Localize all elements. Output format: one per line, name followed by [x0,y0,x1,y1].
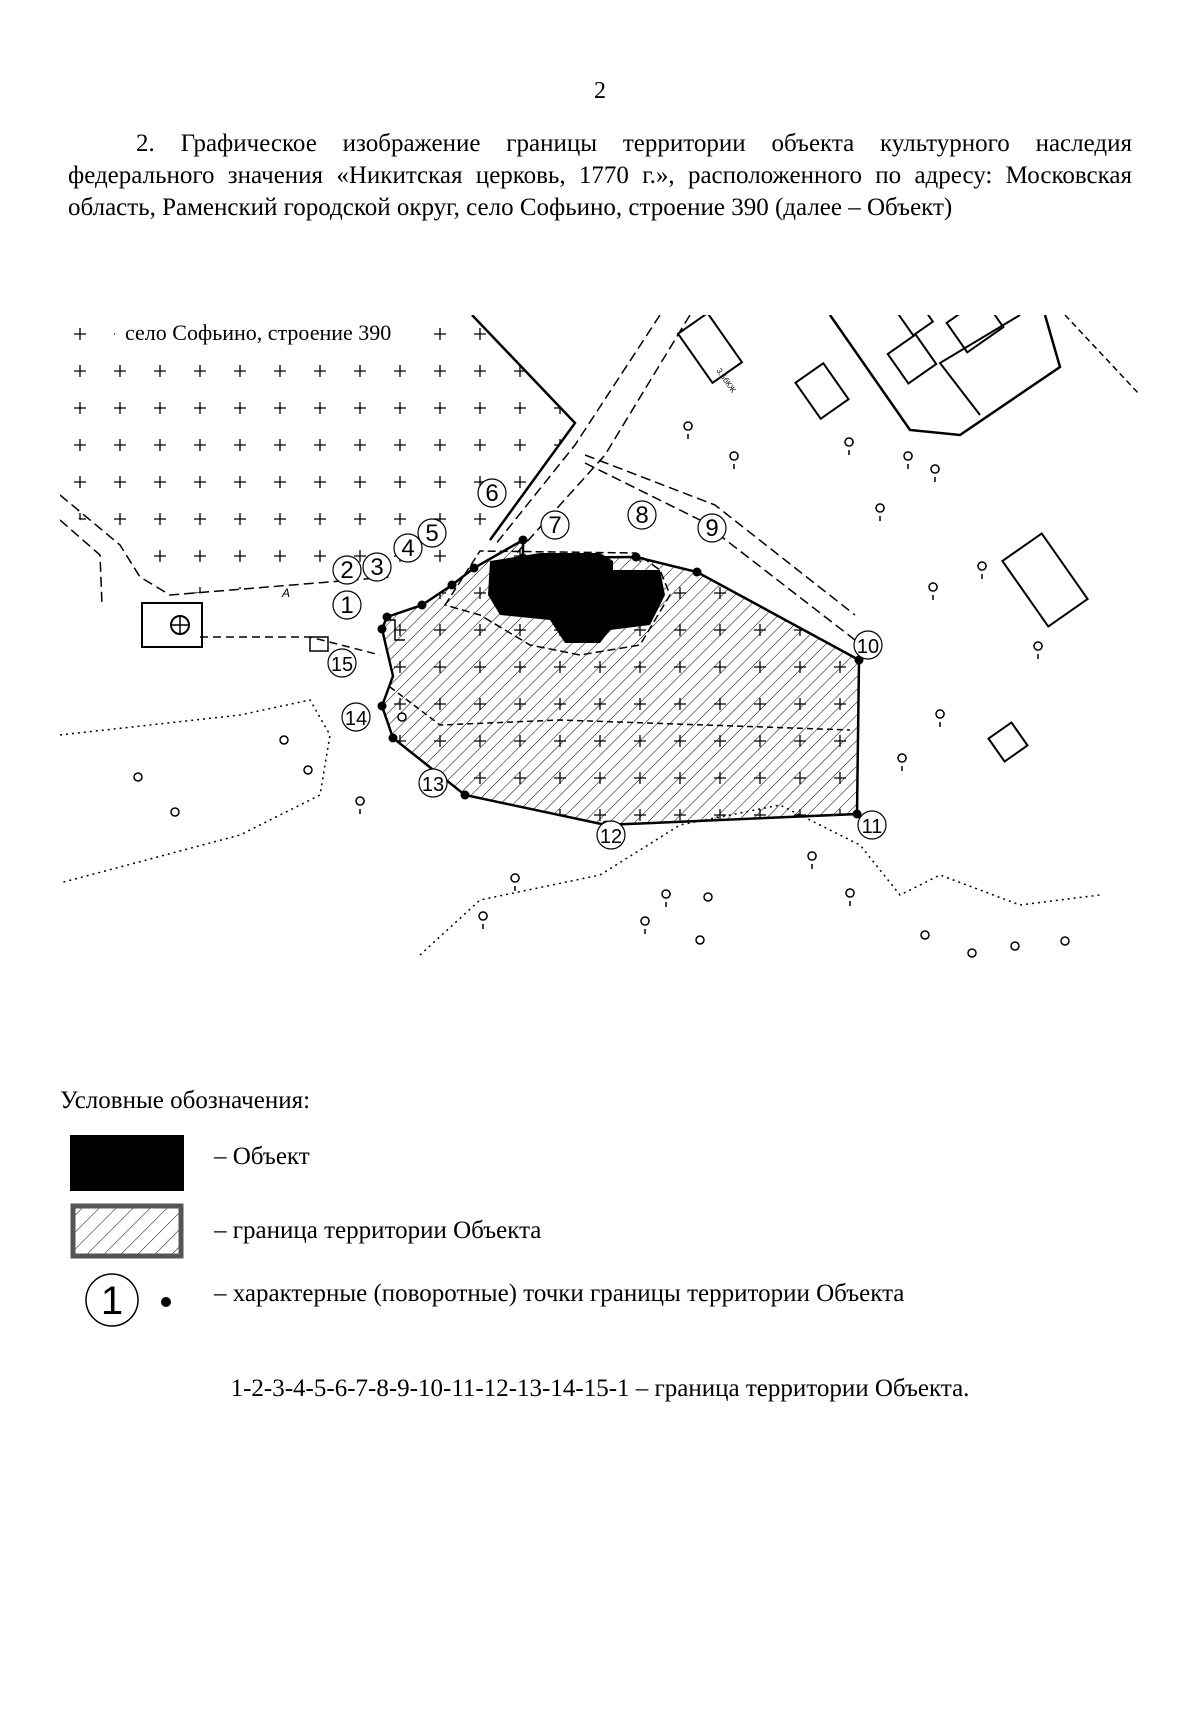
boundary-map: 3.5бКЖ [60,315,1140,980]
intro-paragraph: 2. Графическое изображение границы терри… [68,130,1132,221]
turning-point-circle [853,630,883,660]
turning-point-dot [447,580,457,590]
inner-buffer [443,550,671,656]
letter-a: А [281,586,290,600]
building-2 [794,361,850,421]
turning-point-dot [377,701,387,711]
building-1: 3.5бКЖ [676,315,744,395]
road-west [60,494,391,596]
turning-point-circle [332,555,362,585]
turning-point-dot [377,624,387,634]
turning-point-circle [627,500,657,530]
legend-label-point: – характерные (поворотные) точки границы… [214,1280,905,1307]
turning-point-label: 7 [548,512,561,539]
turning-point-circle [477,478,507,508]
turning-point-dot [692,567,702,577]
legend-title: Условные обозначения: [60,1087,311,1114]
building-5 [945,315,1005,354]
turning-point-label: 6 [485,480,498,507]
building-6 [1001,532,1089,628]
map-svg: 3.5бКЖ [60,315,1140,958]
page-number: 2 [594,78,606,104]
turning-point-circle [418,768,448,798]
road-north [494,315,661,546]
turning-point-label: 3 [370,554,383,581]
chapel [141,602,203,648]
building-3 [886,333,938,385]
turning-point-dot [518,553,528,563]
turning-point-dot [417,600,427,610]
turning-point-label: 10 [857,636,879,658]
legend-label-territory: – граница территории Объекта [214,1217,542,1244]
turning-point-label: 11 [862,816,883,838]
turning-point-circle [540,510,570,540]
turning-point-circle [697,513,727,543]
turning-point-circle [417,518,447,548]
turning-point-dot [852,809,862,819]
turning-point-dot [460,790,470,800]
legend-item-object: – Объект [68,1135,1168,1195]
turning-point-circle [362,552,392,582]
turning-point-circle [332,590,362,620]
turning-point-label: 15 [331,654,353,676]
legend-item-territory: – граница территории Объекта [68,1203,1168,1263]
turning-point-label: 1 [340,592,353,619]
turning-point-dot [388,733,398,743]
small-shed [309,636,329,652]
turning-point-circle [393,533,423,563]
svg-text:1: 1 [101,1279,123,1323]
turning-point-dot [469,563,479,573]
turning-point-circle [327,648,357,678]
turning-point-label: 9 [705,515,718,542]
object-swatch [70,1135,184,1191]
contour-south [419,804,1101,956]
building-7 [987,721,1029,763]
turning-point-circle [596,820,626,850]
turning-point-dot [382,612,392,622]
turning-point-label: 5 [425,520,438,547]
turning-point-dot [518,535,528,545]
turning-point-label: 4 [401,535,414,562]
boundary-route: 1-2-3-4-5-6-7-8-9-10-11-12-13-14-15-1 – … [230,1375,970,1402]
turning-point-dot [631,552,641,562]
turning-point-circle [341,702,371,732]
legend-item-point: 1 – характерные (поворотные) точки грани… [68,1270,1168,1330]
area-label: село Софьино, строение 390 [125,320,391,345]
turning-point-label: 2 [340,557,353,584]
turning-point-label: 12 [600,826,622,848]
point-swatch: 1 [85,1273,171,1327]
turning-point-label: 14 [345,708,367,730]
turning-point-label: 8 [635,502,648,529]
svg-text:3.5бКЖ: 3.5бКЖ [714,367,738,395]
turning-point-label: 13 [422,774,444,796]
fence-1 [828,315,1062,437]
contour-west [60,699,331,884]
building-4 [895,315,935,337]
neighbour-area [60,315,575,595]
territory-swatch [70,1203,184,1259]
turning-point-circle [857,810,887,840]
legend-label-object: – Объект [214,1143,310,1170]
object-church [488,553,665,643]
